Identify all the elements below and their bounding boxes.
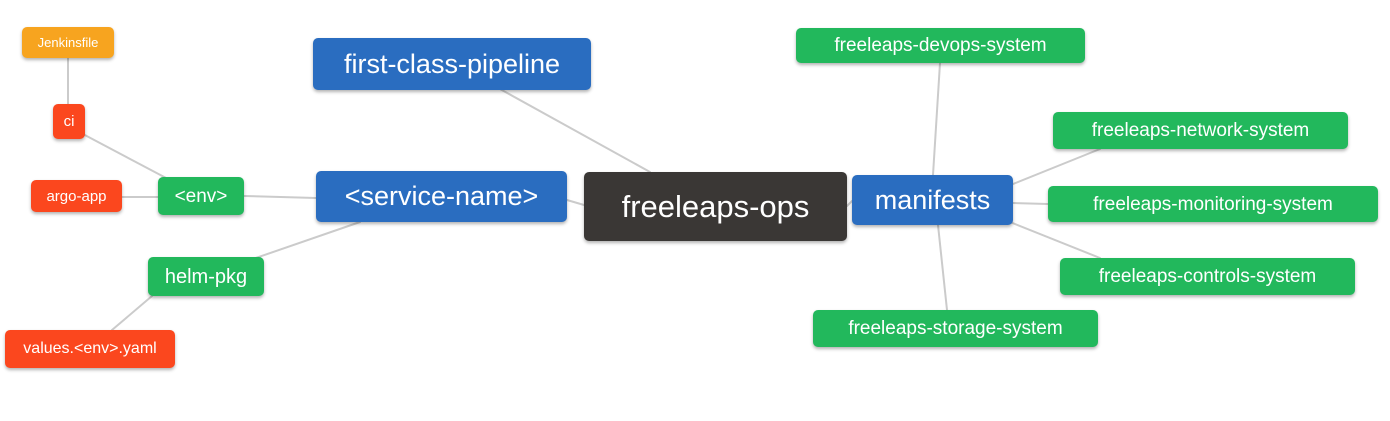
node-env[interactable]: <env> <box>158 177 244 215</box>
node-storage-system[interactable]: freeleaps-storage-system <box>813 310 1098 347</box>
node-service-name[interactable]: <service-name> <box>316 171 567 222</box>
edge-env-service-name <box>243 195 317 199</box>
edge-manifests-controls-system <box>1009 221 1101 259</box>
edge-freeleaps-ops-manifests <box>846 200 853 207</box>
node-argo-app[interactable]: argo-app <box>31 180 122 212</box>
edge-manifests-monitoring-system <box>1012 202 1049 205</box>
edge-first-class-pipeline-freeleaps-ops <box>499 88 651 173</box>
edge-helm-pkg-service-name <box>249 221 361 261</box>
node-manifests[interactable]: manifests <box>852 175 1013 225</box>
edge-ci-env <box>80 132 169 180</box>
node-first-class-pipeline[interactable]: first-class-pipeline <box>313 38 591 90</box>
node-controls-system[interactable]: freeleaps-controls-system <box>1060 258 1355 295</box>
node-network-system[interactable]: freeleaps-network-system <box>1053 112 1348 149</box>
edge-values-env-yaml-helm-pkg <box>111 295 153 331</box>
edge-service-name-freeleaps-ops <box>566 199 585 206</box>
node-ci[interactable]: ci <box>53 104 85 139</box>
node-monitoring-system[interactable]: freeleaps-monitoring-system <box>1048 186 1378 222</box>
node-freeleaps-ops[interactable]: freeleaps-ops <box>584 172 847 241</box>
node-jenkinsfile[interactable]: Jenkinsfile <box>22 27 114 58</box>
edge-manifests-storage-system <box>937 224 948 311</box>
edge-manifests-devops-system <box>932 62 941 176</box>
node-devops-system[interactable]: freeleaps-devops-system <box>796 28 1085 63</box>
edge-manifests-network-system <box>1012 148 1101 185</box>
node-helm-pkg[interactable]: helm-pkg <box>148 257 264 296</box>
node-values-env-yaml[interactable]: values.<env>.yaml <box>5 330 175 368</box>
